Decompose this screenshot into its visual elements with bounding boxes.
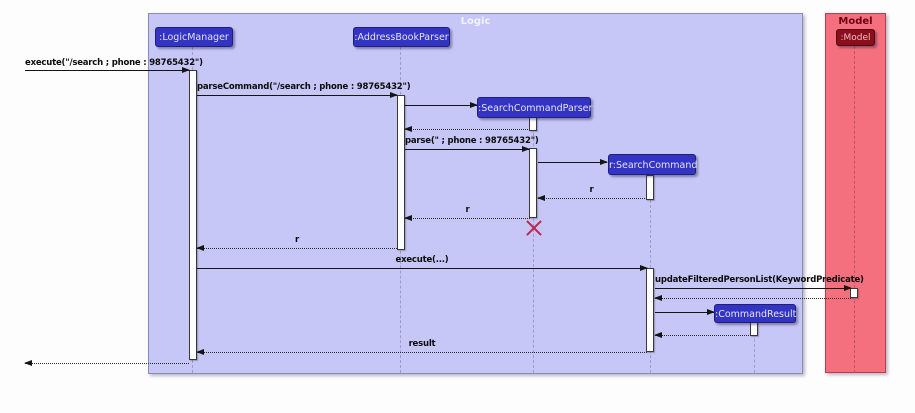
message-line: [25, 363, 189, 364]
destroy-x-icon: [526, 220, 542, 236]
message-line: [197, 352, 647, 353]
arrowhead-left-icon: [404, 126, 412, 132]
message-line: [655, 335, 751, 336]
activation-command-result: [750, 322, 758, 336]
message-return-r-label: r: [295, 235, 299, 245]
lifeline-model: [854, 46, 855, 373]
arrowhead-left-icon: [654, 332, 662, 338]
participant-command-result: :CommandResult: [714, 304, 796, 323]
arrowhead-right-icon: [470, 102, 478, 108]
activation-search-command-parser-1: [529, 117, 537, 131]
activation-search-command-parser-2: [529, 148, 537, 218]
message-return-r-to-abp: r: [404, 205, 530, 221]
message-line: [405, 218, 530, 219]
message-line: [405, 105, 477, 106]
arrowhead-right-icon: [390, 92, 398, 98]
message-parse-command-label: parseCommand("/search ; phone : 98765432…: [197, 82, 411, 92]
message-update-filtered-person-list-label: updateFilteredPersonList(KeywordPredicat…: [655, 275, 864, 285]
message-line: [538, 198, 645, 199]
frame-logic: Logic: [148, 13, 803, 374]
message-line: [405, 149, 529, 150]
message-line: [197, 95, 397, 96]
message-execute-command-label: execute(...): [395, 255, 449, 265]
arrowhead-left-icon: [404, 215, 412, 221]
message-return-r-to-logic-manager: r: [196, 235, 397, 251]
arrowhead-right-icon: [844, 285, 852, 291]
arrowhead-right-icon: [600, 159, 608, 165]
message-create-search-command-parser: [405, 102, 478, 108]
message-execute-label: execute("/search ; phone : 98765432"): [25, 58, 203, 68]
message-return-r-to-parser: r: [537, 185, 645, 201]
message-line: [538, 162, 607, 163]
participant-search-command: r:SearchCommand: [608, 154, 697, 175]
message-line: [655, 312, 714, 313]
message-create-command-result: [655, 309, 715, 315]
message-update-filtered-person-list: updateFilteredPersonList(KeywordPredicat…: [655, 275, 864, 291]
message-return-command-result: [654, 332, 751, 338]
message-line: [655, 298, 851, 299]
message-return-parser-created: [404, 126, 530, 132]
lifeline-command-result: [754, 323, 755, 373]
activation-model: [850, 288, 858, 298]
participant-search-command-parser: :SearchCommandParser: [477, 97, 592, 118]
message-parse: parse(" ; phone : 98765432"): [405, 136, 539, 152]
participant-address-book-parser: :AddressBookParser: [353, 27, 450, 47]
arrowhead-left-icon: [24, 360, 32, 366]
arrowhead-right-icon: [182, 67, 190, 73]
arrowhead-right-icon: [707, 309, 715, 315]
frame-model: Model: [825, 13, 886, 373]
arrowhead-left-icon: [654, 295, 662, 301]
message-create-search-command: [538, 159, 608, 165]
arrowhead-right-icon: [522, 146, 530, 152]
activation-search-command-1: [646, 175, 654, 200]
participant-model: :Model: [836, 29, 875, 46]
message-line: [197, 248, 397, 249]
message-result-label: result: [408, 339, 436, 349]
message-execute: execute("/search ; phone : 98765432"): [25, 58, 203, 73]
activation-logic-manager: [189, 70, 197, 360]
message-line: [25, 70, 189, 71]
message-line: [197, 268, 647, 269]
arrowhead-right-icon: [640, 265, 648, 271]
activation-address-book-parser: [397, 95, 405, 250]
message-result: result: [196, 339, 647, 355]
frame-logic-title: Logic: [460, 16, 491, 27]
arrowhead-left-icon: [537, 195, 545, 201]
message-line: [405, 129, 530, 130]
message-line: [655, 288, 851, 289]
message-final-return: [24, 360, 189, 366]
message-return-r-label: r: [465, 205, 470, 215]
arrowhead-left-icon: [196, 349, 204, 355]
message-execute-command: execute(...): [197, 255, 648, 271]
lifeline-search-command-parser: [533, 118, 534, 373]
participant-logic-manager: :LogicManager: [155, 27, 233, 47]
message-parse-command: parseCommand("/search ; phone : 98765432…: [197, 82, 411, 98]
message-parse-label: parse(" ; phone : 98765432"): [405, 136, 539, 146]
message-return-r-label: r: [589, 185, 594, 195]
frame-model-title: Model: [838, 16, 873, 27]
message-return-from-model: [654, 295, 851, 301]
arrowhead-left-icon: [196, 245, 204, 251]
activation-search-command-2: [646, 268, 654, 352]
